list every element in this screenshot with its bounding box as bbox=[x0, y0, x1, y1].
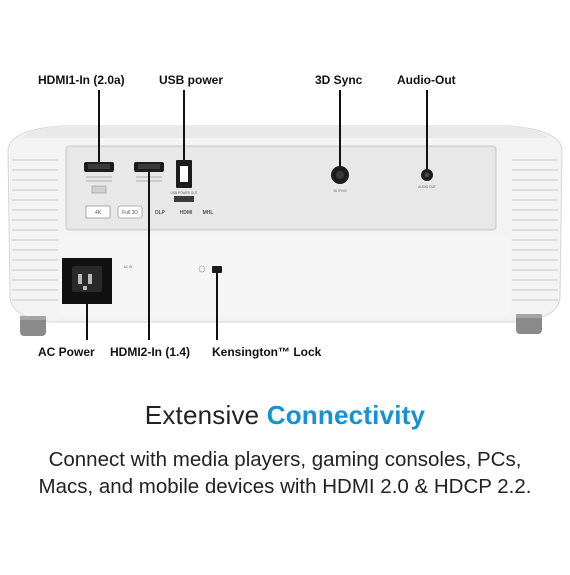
ac-port-label: AC IN bbox=[124, 265, 133, 269]
usb-power-port: USB POWER OUT bbox=[170, 160, 198, 202]
heading-accent: Connectivity bbox=[266, 400, 426, 430]
hdmi1-port bbox=[84, 162, 114, 194]
audio-out-port-label: AUDIO OUT bbox=[418, 185, 436, 189]
badge-row: 4K Full 3D DLP HDMI MHL bbox=[85, 205, 214, 219]
heading-plain: Extensive bbox=[144, 400, 267, 430]
badge-dlp: DLP bbox=[155, 210, 166, 216]
kensington-lock-slot bbox=[198, 265, 222, 273]
foot-right bbox=[516, 314, 542, 334]
description-line-2: Macs, and mobile devices with HDMI 2.0 &… bbox=[38, 475, 532, 498]
callout-lines bbox=[86, 90, 428, 340]
badge-hdmi: HDMI bbox=[180, 210, 193, 216]
callout-usb-power: USB power bbox=[159, 73, 223, 87]
3d-sync-port: 3D SYNC bbox=[331, 166, 349, 193]
3d-sync-port-label: 3D SYNC bbox=[333, 189, 348, 193]
callout-3d-sync: 3D Sync bbox=[315, 73, 363, 87]
callout-hdmi2: HDMI2-In (1.4) bbox=[110, 345, 190, 359]
vent-grille-right bbox=[512, 159, 558, 301]
projector-body bbox=[7, 125, 563, 336]
audio-out-port: AUDIO OUT bbox=[418, 169, 436, 189]
description: Connect with media players, gaming conso… bbox=[0, 446, 570, 500]
badge-4k: 4K bbox=[95, 210, 102, 216]
vent-grille-left bbox=[12, 159, 58, 301]
description-line-1: Connect with media players, gaming conso… bbox=[48, 448, 522, 471]
badge-full3d: Full 3D bbox=[122, 210, 138, 216]
ac-power-inlet: AC IN bbox=[62, 258, 133, 304]
callout-hdmi1: HDMI1-In (2.0a) bbox=[38, 73, 125, 87]
callout-audio-out: Audio-Out bbox=[397, 73, 456, 87]
section-heading: Extensive Connectivity bbox=[0, 400, 570, 431]
usb-port-label: USB POWER OUT bbox=[170, 191, 197, 195]
foot-left bbox=[20, 316, 46, 336]
callout-ac-power: AC Power bbox=[38, 345, 95, 359]
callout-kensington-lock: Kensington™ Lock bbox=[212, 345, 322, 359]
badge-mhl: MHL bbox=[203, 210, 214, 216]
